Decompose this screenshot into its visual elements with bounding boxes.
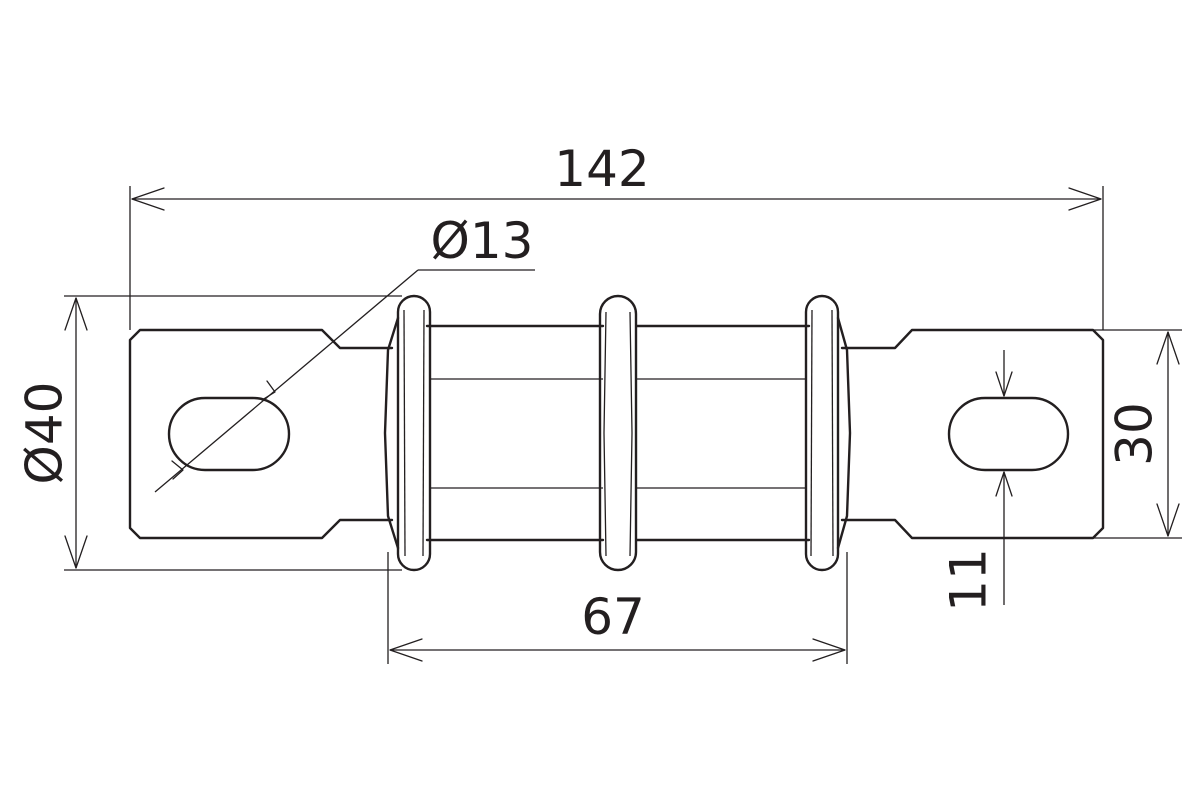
insulator-body [425, 324, 811, 542]
dimension-lug-height: 30 [1088, 329, 1182, 539]
hole-diameter-label: Ø13 [431, 212, 534, 270]
left-mounting-hole [167, 396, 291, 472]
shed-diameter-label: Ø40 [16, 382, 74, 485]
insulator-shed-middle [598, 294, 638, 572]
body-length-label: 67 [581, 588, 645, 646]
insulator-shed-left [383, 294, 432, 572]
dimension-shed-diameter: Ø40 [16, 295, 402, 571]
lug-height-label: 30 [1106, 402, 1164, 466]
right-mounting-hole [947, 396, 1070, 472]
left-terminal-lug [128, 328, 394, 540]
dimension-overall-length: 142 [129, 140, 1104, 330]
dimension-body-length: 67 [387, 552, 848, 664]
hole-width-label: 11 [940, 548, 998, 612]
dimension-hole-width: 11 [940, 350, 1013, 612]
overall-length-label: 142 [554, 140, 649, 198]
dimension-hole-diameter: Ø13 [154, 212, 535, 493]
right-terminal-lug [840, 328, 1105, 540]
insulator-shed-right [804, 294, 852, 572]
